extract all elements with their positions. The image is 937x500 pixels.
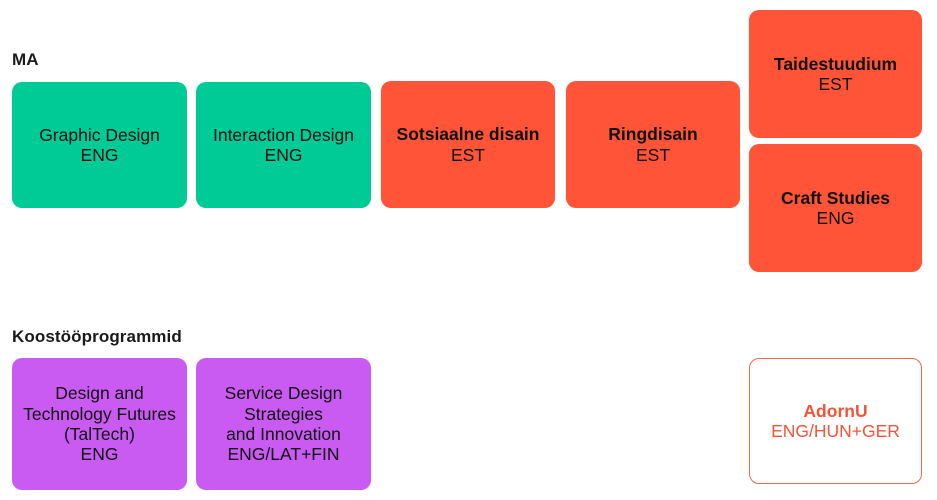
card-design-and-technology-futures[interactable]: Design and Technology Futures (TalTech) … [12,358,187,490]
card-title: Service Design Strategies and Innovation [224,383,343,444]
card-title: Craft Studies [781,187,890,208]
card-service-design-strategies[interactable]: Service Design Strategies and Innovation… [196,358,371,490]
card-title: AdornU [803,400,868,421]
card-adornu[interactable]: AdornU ENG/HUN+GER [749,358,922,484]
card-interaction-design[interactable]: Interaction Design ENG [196,82,371,208]
card-subtitle: EST [818,74,853,94]
card-title: Design and Technology Futures (TalTech) [23,383,176,444]
card-title: Graphic Design [39,124,160,145]
card-title: Interaction Design [212,124,355,145]
card-subtitle: ENG/HUN+GER [771,421,900,441]
card-ringdisain[interactable]: Ringdisain EST [566,81,740,208]
card-taidestuudium[interactable]: Taidestuudium EST [749,10,922,138]
card-subtitle: ENG [80,145,119,165]
section-label-koostooprogrammid: Koostööprogrammid [12,327,182,346]
card-graphic-design[interactable]: Graphic Design ENG [12,82,187,208]
card-title: Ringdisain [608,124,698,145]
card-craft-studies[interactable]: Craft Studies ENG [749,144,922,272]
card-subtitle: ENG [264,145,303,165]
card-subtitle: EST [450,144,486,165]
card-title: Sotsiaalne disain [396,124,540,145]
card-subtitle: EST [635,144,671,165]
card-subtitle: ENG/LAT+FIN [227,444,340,465]
card-subtitle: ENG [80,444,119,465]
card-subtitle: ENG [816,208,855,228]
card-sotsiaalne-disain[interactable]: Sotsiaalne disain EST [381,81,555,208]
section-label-ma: MA [12,50,39,69]
card-title: Taidestuudium [773,53,898,74]
